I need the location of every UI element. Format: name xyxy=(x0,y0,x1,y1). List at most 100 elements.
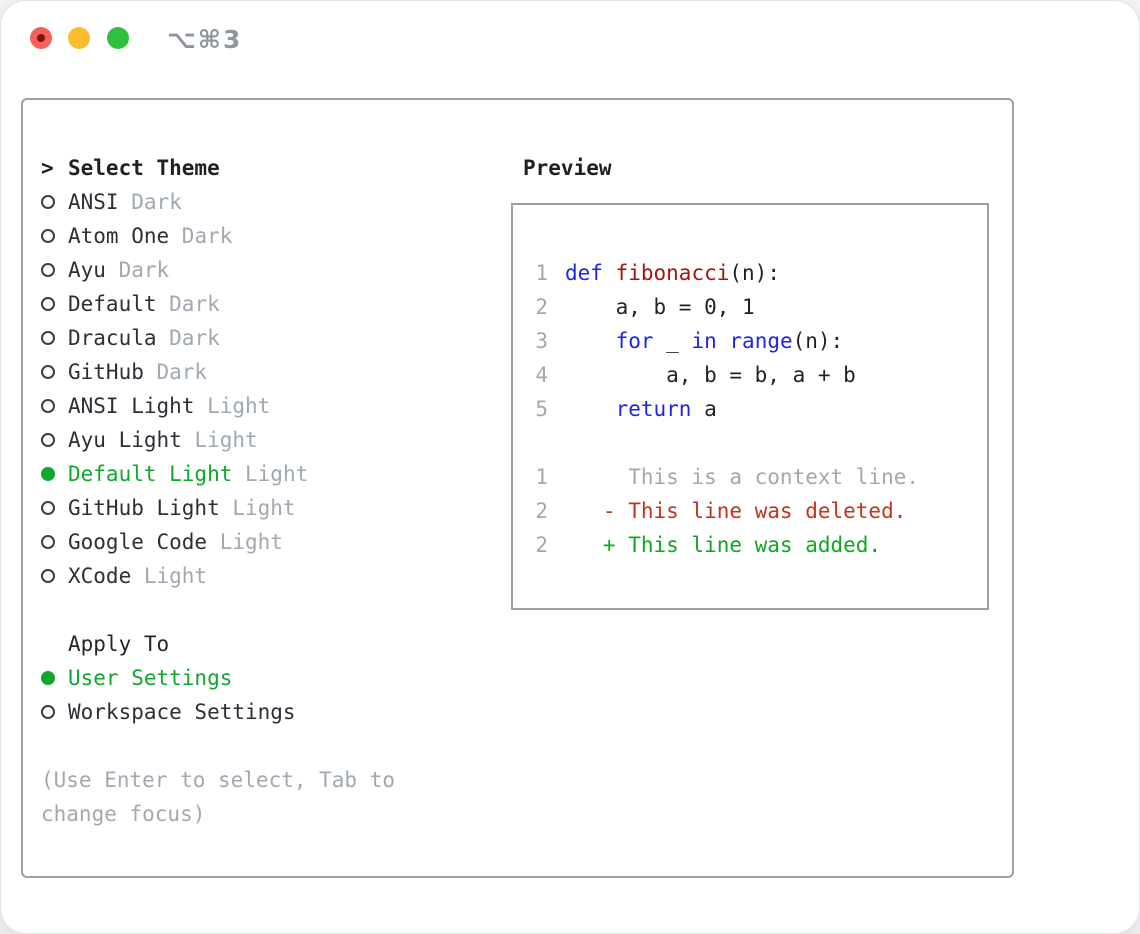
radio-icon xyxy=(41,195,68,209)
theme-list-column: > Select Theme ANSI Dark Atom One Dark A… xyxy=(41,151,481,831)
option-label: Ayu xyxy=(68,258,106,282)
option-label: Google Code xyxy=(68,530,208,554)
code-segment-plain: (n): xyxy=(729,261,780,285)
code-segment-keyword: in xyxy=(691,329,717,353)
zoom-button[interactable] xyxy=(107,27,129,49)
code-line: 4 a, b = b, a + b xyxy=(535,358,987,392)
code-segment-plain xyxy=(565,329,616,353)
option-label: ANSI Light xyxy=(68,394,195,418)
code-segment-keyword: range xyxy=(729,329,793,353)
apply-to-option[interactable]: User Settings xyxy=(41,661,481,695)
code-segment-plain xyxy=(603,261,616,285)
radio-icon xyxy=(41,229,68,243)
option-label: Atom One xyxy=(68,224,170,248)
code-segment-context: This is a context line. xyxy=(565,465,920,489)
code-line: 2 + This line was added. xyxy=(535,528,987,562)
radio-icon xyxy=(41,399,68,413)
theme-option[interactable]: GitHub Light Light xyxy=(41,491,481,525)
code-line: 1 def fibonacci(n): xyxy=(535,256,987,290)
radio-icon xyxy=(41,297,68,311)
option-label: GitHub Light xyxy=(68,496,220,520)
code-segment-keyword: def xyxy=(565,261,603,285)
radio-icon xyxy=(41,535,68,549)
line-number: 2 xyxy=(535,499,548,523)
code-line: 2 a, b = 0, 1 xyxy=(535,290,987,324)
radio-icon xyxy=(41,263,68,277)
close-button[interactable] xyxy=(30,27,52,49)
option-label: User Settings xyxy=(68,666,233,690)
theme-option[interactable]: Ayu Dark xyxy=(41,253,481,287)
theme-option[interactable]: Atom One Dark xyxy=(41,219,481,253)
code-segment-plain xyxy=(717,329,730,353)
option-label: Default xyxy=(68,292,157,316)
apply-to-option[interactable]: Workspace Settings xyxy=(41,695,481,729)
option-variant-label: Dark xyxy=(169,326,220,350)
option-variant-label: Dark xyxy=(118,258,170,282)
preview-title: Preview xyxy=(523,156,612,180)
radio-icon xyxy=(41,433,68,447)
option-variant-label: Dark xyxy=(181,224,233,248)
code-line xyxy=(535,426,987,460)
code-segment-deleted: - This line was deleted. xyxy=(565,499,907,523)
window-title: ⌥⌘3 xyxy=(167,25,243,54)
radio-icon xyxy=(41,705,68,719)
line-number: 4 xyxy=(535,363,548,387)
theme-option[interactable]: ANSI Dark xyxy=(41,185,481,219)
preview-code-box: 1 def fibonacci(n): 2 a, b = 0, 1 3 for … xyxy=(511,203,989,610)
option-variant-label: Light xyxy=(219,530,283,554)
titlebar: ⌥⌘3 xyxy=(1,1,1139,77)
preview-column: Preview 1 def fibonacci(n): 2 a, b = 0, … xyxy=(503,151,989,610)
code-segment-plain: a, b = b, a + b xyxy=(565,363,856,387)
option-variant-label: Light xyxy=(207,394,271,418)
option-variant-label: Light xyxy=(245,462,309,486)
code-line: 2 - This line was deleted. xyxy=(535,494,987,528)
theme-option[interactable]: ANSI Light Light xyxy=(41,389,481,423)
radio-icon xyxy=(41,501,68,515)
apply-to-title: Apply To xyxy=(68,632,170,656)
line-number: 1 xyxy=(535,465,548,489)
line-number: 1 xyxy=(535,261,548,285)
theme-picker-panel: > Select Theme ANSI Dark Atom One Dark A… xyxy=(21,98,1014,878)
option-variant-label: Light xyxy=(194,428,258,452)
radio-icon xyxy=(41,365,68,379)
theme-option[interactable]: Dracula Dark xyxy=(41,321,481,355)
theme-option[interactable]: Default Light Light xyxy=(41,457,481,491)
code-segment-keyword: for xyxy=(615,329,654,353)
minimize-button[interactable] xyxy=(68,27,90,49)
keyboard-hint: (Use Enter to select, Tab to change focu… xyxy=(41,768,396,826)
code-segment-plain xyxy=(565,397,616,421)
line-number: 3 xyxy=(535,329,548,353)
option-label: ANSI xyxy=(68,190,119,214)
theme-list-title: Select Theme xyxy=(68,156,220,180)
radio-icon xyxy=(41,467,68,481)
code-segment-plain: a xyxy=(691,397,717,421)
theme-list-header-row: > Select Theme xyxy=(41,151,481,185)
code-segment-plain: _ xyxy=(653,329,692,353)
theme-options-list: ANSI Dark Atom One Dark Ayu Dark Default… xyxy=(41,185,481,593)
radio-icon xyxy=(41,569,68,583)
option-label: Dracula xyxy=(68,326,157,350)
theme-option[interactable]: Default Dark xyxy=(41,287,481,321)
code-segment-function: fibonacci xyxy=(615,261,730,285)
theme-option[interactable]: Ayu Light Light xyxy=(41,423,481,457)
option-label: Workspace Settings xyxy=(68,700,296,724)
theme-option[interactable]: XCode Light xyxy=(41,559,481,593)
option-label: GitHub xyxy=(68,360,144,384)
option-label: Default Light xyxy=(68,462,233,486)
code-line: 1 This is a context line. xyxy=(535,460,987,494)
line-number: 5 xyxy=(535,397,548,421)
option-label: XCode xyxy=(68,564,132,588)
theme-option[interactable]: GitHub Dark xyxy=(41,355,481,389)
apply-to-options-list: User Settings Workspace Settings xyxy=(41,661,481,729)
code-line: 5 return a xyxy=(535,392,987,426)
code-line: 3 for _ in range(n): xyxy=(535,324,987,358)
option-label: Ayu Light xyxy=(68,428,182,452)
option-variant-label: Dark xyxy=(169,292,220,316)
radio-icon xyxy=(41,671,68,685)
option-variant-label: Light xyxy=(143,564,208,588)
spacer xyxy=(41,593,481,627)
theme-option[interactable]: Google Code Light xyxy=(41,525,481,559)
line-number: 2 xyxy=(535,533,548,557)
option-variant-label: Dark xyxy=(156,360,208,384)
